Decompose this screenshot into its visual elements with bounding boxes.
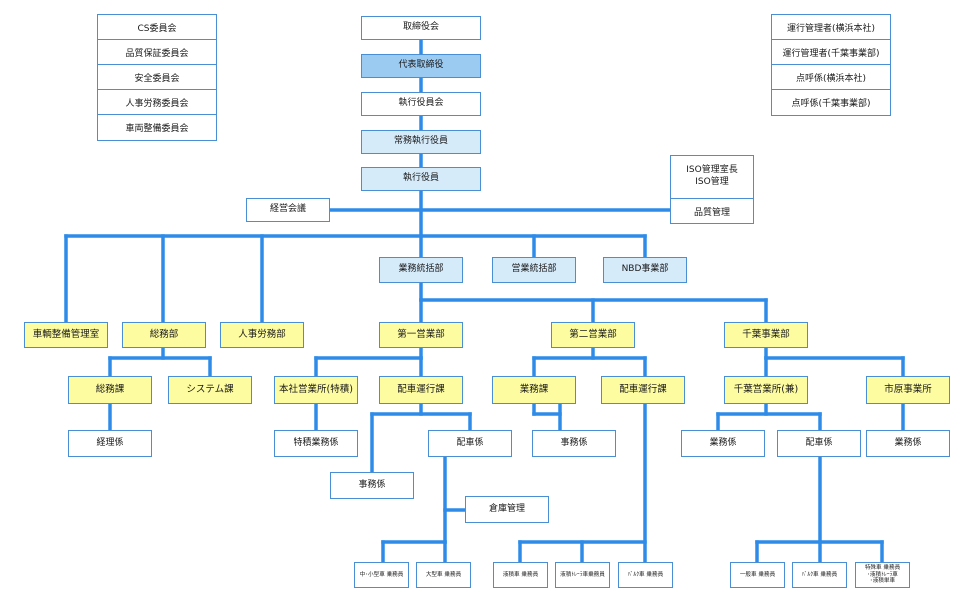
special-business-staff: 特積業務係 (274, 430, 358, 457)
management-meeting: 経営会議 (246, 198, 330, 222)
accounting-staff: 経理係 (68, 430, 152, 457)
dispatch-staff-1: 配車係 (428, 430, 512, 457)
first-sales-dept: 第一営業部 (379, 322, 463, 348)
dispatch-staff-chiba: 配車係 (777, 430, 861, 457)
executive-officers: 執行役員 (361, 167, 481, 191)
business-control-dept: 業務統括部 (379, 257, 463, 283)
committee-quality: 品質保証委員会 (98, 40, 216, 65)
committee-hr: 人事労務委員会 (98, 90, 216, 115)
chiba-sales-office: 千葉営業所(兼) (724, 376, 808, 404)
crew-tank-trailer: 液積ﾄﾚｰﾗ車乗務員 (555, 562, 610, 588)
committee-cs: CS委員会 (98, 15, 216, 40)
business-staff-chiba: 業務係 (681, 430, 765, 457)
business-staff-ichihara: 業務係 (866, 430, 950, 457)
executive-committee: 執行役員会 (361, 92, 481, 116)
quality-control: 品質管理 (693, 208, 730, 218)
crew-bulk-truck-1: ﾊﾞﾙｸ車 乗務員 (618, 562, 673, 588)
crew-small-truck: 中･小型車 乗務員 (354, 562, 409, 588)
manager-list: 運行管理者(横浜本社) 運行管理者(千葉事業部) 点呼係(横浜本社) 点呼係(千… (771, 14, 891, 116)
manager-chiba: 運行管理者(千葉事業部) (772, 40, 890, 65)
dispatch-section-2: 配車運行課 (601, 376, 685, 404)
clerical-staff-2: 事務係 (532, 430, 616, 457)
honsha-office: 本社営業所(特積) (274, 376, 358, 404)
committee-vehicle: 車両整備委員会 (125, 124, 189, 134)
crew-general-truck: 一般車 乗務員 (730, 562, 785, 588)
ichihara-office: 市原事業所 (866, 376, 950, 404)
board-of-directors: 取締役会 (361, 16, 481, 40)
sales-control-dept: 営業統括部 (492, 257, 576, 283)
rollcall-chiba: 点呼係(千葉事業部) (791, 99, 871, 109)
rollcall-yokohama: 点呼係(横浜本社) (772, 65, 890, 90)
second-sales-dept: 第二営業部 (551, 322, 635, 348)
dispatch-section-1: 配車運行課 (379, 376, 463, 404)
managing-officers: 常務執行役員 (361, 130, 481, 154)
iso-manager: ISO管理室長 ISO管理 (671, 156, 753, 199)
business-section-2: 業務課 (492, 376, 576, 404)
general-affairs-dept: 総務部 (122, 322, 206, 348)
committee-safety: 安全委員会 (98, 65, 216, 90)
chiba-division: 千葉事業部 (724, 322, 808, 348)
general-affairs-section: 総務課 (68, 376, 152, 404)
warehouse-management: 倉庫管理 (465, 496, 549, 523)
crew-special-truck: 特殊車 乗務員 ･液積ﾄﾚｰﾗ車 ･液積単車 (855, 562, 910, 588)
nbd-division: NBD事業部 (603, 257, 687, 283)
clerical-staff-1: 事務係 (330, 472, 414, 499)
system-section: システム課 (168, 376, 252, 404)
hr-labor-dept: 人事労務部 (220, 322, 304, 348)
crew-bulk-truck-2: ﾊﾞﾙｸ車 乗務員 (792, 562, 847, 588)
manager-yokohama: 運行管理者(横浜本社) (772, 15, 890, 40)
crew-large-truck: 大型車 乗務員 (416, 562, 471, 588)
iso-group: ISO管理室長 ISO管理 品質管理 (670, 155, 754, 224)
crew-tank-truck: 液積車 乗務員 (493, 562, 548, 588)
committee-list: CS委員会 品質保証委員会 安全委員会 人事労務委員会 車両整備委員会 (97, 14, 217, 141)
vehicle-maintenance-office: 車輌整備管理室 (24, 322, 108, 348)
representative-director: 代表取締役 (361, 54, 481, 78)
